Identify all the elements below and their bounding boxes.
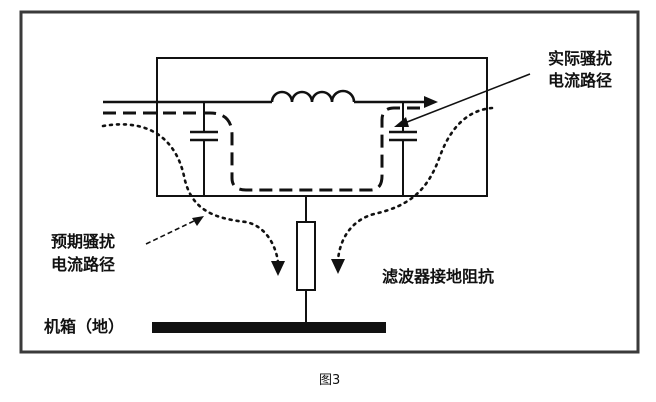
inductor-coil (270, 89, 356, 103)
figure-frame (19, 10, 640, 354)
actual-path-label-line2: 电流路径 (548, 71, 612, 90)
chassis-ground-label: 机箱（地） (44, 317, 124, 336)
expected-path-leader-arrowhead (192, 216, 204, 226)
signal-arrowhead (424, 96, 438, 108)
figure-caption: 图3 (319, 373, 340, 388)
expected-path-left (101, 123, 280, 264)
expected-path-right (336, 106, 494, 262)
expected-path-label-line1: 预期骚扰 (51, 232, 115, 251)
expected-path-leader (145, 219, 197, 245)
filter-box (156, 57, 488, 197)
actual-path-leader (401, 73, 531, 125)
actual-path-leader-arrowhead (394, 117, 409, 127)
actual-path-label-line1: 实际骚扰 (548, 49, 612, 68)
ground-resistor (296, 221, 316, 291)
chassis-bar (152, 322, 386, 333)
expected-path-label-line2: 电流路径 (51, 255, 115, 274)
expected-path-left-arrowhead (271, 261, 285, 276)
left-capacitor (190, 102, 218, 196)
expected-path-right-arrowhead (331, 259, 345, 274)
filter-ground-impedance-label: 滤波器接地阻抗 (382, 267, 494, 286)
actual-current-path (103, 106, 420, 192)
